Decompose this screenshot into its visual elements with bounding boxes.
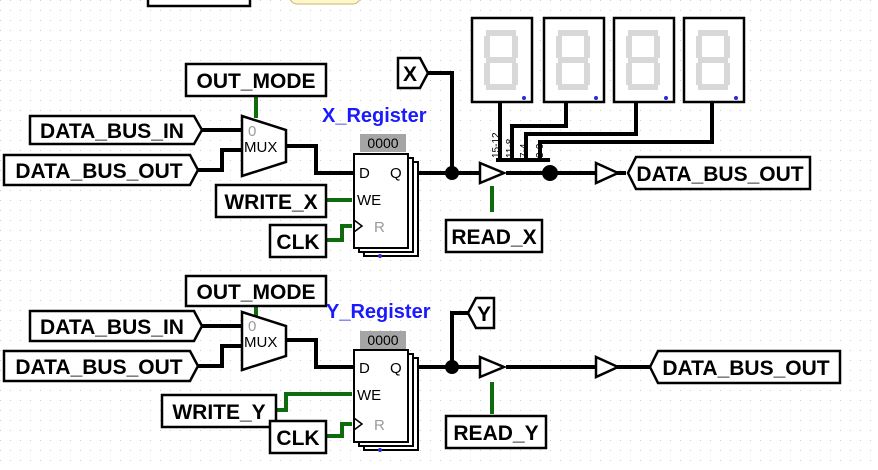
x-register-title: X_Register — [322, 105, 427, 127]
cut-off-tooltip — [290, 0, 360, 5]
clk-pin-x[interactable]: CLK — [268, 223, 328, 259]
seven-seg-display-3 — [612, 16, 676, 104]
y-register-title: Y_Register — [326, 301, 431, 323]
data-bus-out-output-y[interactable]: DATA_BUS_OUT — [648, 349, 842, 385]
data-bus-out-output-label: DATA_BUS_OUT — [636, 163, 803, 186]
y-section: OUT_MODE DATA_BUS_IN DATA_BUS_OUT 0 MUX … — [2, 274, 842, 455]
buffer-y[interactable] — [594, 355, 622, 379]
wire-bus-out-in-y — [196, 344, 244, 368]
wire-split-11-8 — [510, 102, 568, 160]
svg-text:11-8: 11-8 — [505, 138, 516, 158]
out-mode-pin-x[interactable]: OUT_MODE — [184, 62, 328, 98]
data-bus-out-input-pin-y[interactable]: DATA_BUS_OUT — [2, 349, 200, 383]
read-x-pin[interactable]: READ_X — [444, 218, 544, 254]
mux-label: MUX — [244, 139, 277, 156]
data-bus-out-input-pin-x[interactable]: DATA_BUS_OUT — [2, 153, 200, 187]
clock-triangle — [353, 417, 364, 431]
reg-r-label: R — [374, 417, 385, 434]
reg-q-label: Q — [390, 360, 402, 377]
wire-clk-x — [326, 224, 352, 242]
reg-d-label: D — [359, 165, 370, 182]
mux-y[interactable]: 0 MUX — [240, 310, 288, 372]
reg-we-label: WE — [357, 192, 381, 209]
data-bus-out-output-x[interactable]: DATA_BUS_OUT — [626, 155, 812, 191]
svg-text:7-4: 7-4 — [519, 143, 530, 158]
wire-split-3-0 — [538, 102, 714, 160]
wire-split-7-4 — [524, 102, 638, 160]
mux-input-0-label: 0 — [248, 123, 256, 140]
write-y-label: WRITE_Y — [172, 401, 265, 424]
out-mode-label: OUT_MODE — [196, 281, 315, 304]
data-bus-in-label: DATA_BUS_IN — [40, 120, 184, 143]
reg-q-label: Q — [390, 165, 402, 182]
register-value-box — [360, 331, 406, 349]
tristate-buffer-y[interactable] — [478, 355, 508, 379]
junction-dot — [445, 166, 459, 180]
seven-seg-display-2 — [542, 16, 606, 104]
junction-dot — [542, 165, 558, 181]
wire-mux-to-d-y — [284, 338, 354, 369]
read-x-label: READ_X — [451, 226, 536, 249]
wire-tunnel-x — [428, 71, 454, 173]
clk-pin-y[interactable]: CLK — [268, 419, 328, 455]
data-bus-in-pin-x[interactable]: DATA_BUS_IN — [28, 114, 204, 146]
data-bus-in-label: DATA_BUS_IN — [40, 316, 184, 339]
wire-mux-to-d-x — [284, 144, 354, 175]
read-y-label: READ_Y — [453, 422, 538, 445]
write-x-label: WRITE_X — [224, 191, 317, 214]
wire-write-y — [276, 392, 352, 412]
mux-input-0-label: 0 — [248, 318, 256, 335]
x-section: OUT_MODE DATA_BUS_IN DATA_BUS_OUT 0 MUX … — [2, 16, 812, 259]
clk-label: CLK — [276, 231, 319, 254]
data-bus-out-label: DATA_BUS_OUT — [15, 160, 182, 183]
data-bus-out-output-label: DATA_BUS_OUT — [662, 357, 829, 380]
out-mode-pin-y[interactable]: OUT_MODE — [184, 274, 328, 308]
wire-bus-out-in-x — [196, 148, 244, 172]
clk-label: CLK — [276, 427, 319, 450]
cut-off-component — [146, 0, 252, 8]
register-value: 0000 — [367, 135, 398, 151]
write-x-pin[interactable]: WRITE_X — [214, 183, 328, 219]
data-bus-out-label: DATA_BUS_OUT — [15, 356, 182, 379]
write-y-pin[interactable]: WRITE_Y — [160, 393, 278, 429]
buffer-x[interactable] — [594, 161, 622, 185]
junction-dot — [445, 360, 459, 374]
seven-seg-display-4 — [682, 16, 746, 104]
data-bus-in-pin-y[interactable]: DATA_BUS_IN — [28, 309, 204, 343]
reg-we-label: WE — [357, 387, 381, 404]
register-value: 0000 — [367, 332, 398, 348]
reg-d-label: D — [359, 360, 370, 377]
clock-triangle — [353, 219, 364, 233]
out-mode-label: OUT_MODE — [196, 70, 315, 93]
tunnel-x-label: X — [403, 63, 417, 86]
seven-seg-display-1 — [470, 16, 534, 104]
mux-label: MUX — [244, 334, 277, 351]
tunnel-x[interactable]: X — [396, 56, 430, 90]
tristate-buffer-x[interactable] — [478, 161, 508, 185]
svg-text:3-0: 3-0 — [535, 143, 546, 158]
svg-text:15-12: 15-12 — [491, 132, 502, 158]
register-value-box — [360, 134, 406, 152]
y-register[interactable]: 0000 D Q WE R — [353, 331, 419, 452]
reg-r-label: R — [374, 219, 385, 236]
mux-x[interactable]: 0 MUX — [240, 114, 288, 178]
x-register[interactable]: 0000 D Q WE R — [353, 134, 419, 258]
tunnel-y[interactable]: Y — [466, 296, 496, 330]
read-y-pin[interactable]: READ_Y — [444, 414, 548, 450]
wire-tunnel-y — [450, 311, 468, 367]
splitter-labels: 15-12 11-8 7-4 3-0 — [491, 132, 546, 158]
wire-clk-y — [326, 422, 352, 438]
tunnel-y-label: Y — [477, 303, 491, 326]
